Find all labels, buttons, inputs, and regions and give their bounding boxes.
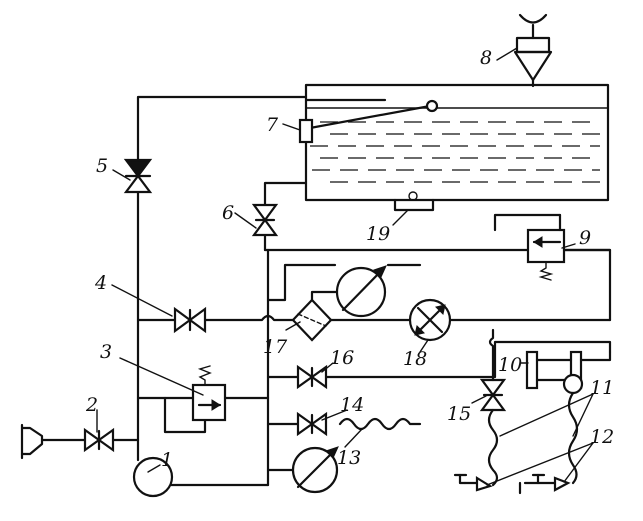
label-5: 5 [96, 155, 108, 177]
label-19: 19 [366, 223, 390, 245]
label-2: 2 [85, 394, 98, 416]
leader-lines [96, 47, 594, 486]
filter-17 [291, 298, 333, 342]
valve-15 [479, 378, 507, 412]
label-16: 16 [330, 347, 354, 369]
component-labels: 1 2 3 4 5 6 7 8 9 10 11 12 13 14 15 16 1… [85, 47, 614, 471]
pressure-valve-3 [191, 365, 227, 422]
inlet-fitting [20, 423, 44, 460]
valve-5 [123, 158, 153, 194]
taps-12 [453, 473, 571, 495]
label-4: 4 [94, 272, 107, 294]
label-18: 18 [403, 348, 427, 370]
pump-1 [132, 456, 174, 498]
float-level-gauge-7 [298, 99, 439, 144]
label-11: 11 [590, 377, 614, 399]
valve-16 [296, 364, 328, 390]
pressure-gauge-pump [266, 446, 339, 494]
label-12: 12 [590, 426, 614, 448]
label-6: 6 [222, 202, 234, 224]
label-14: 14 [340, 394, 364, 416]
reservoir-tank [304, 83, 610, 202]
label-3: 3 [100, 341, 112, 363]
label-9: 9 [579, 227, 591, 249]
main-pipelines [40, 95, 612, 487]
actuator-10 [525, 350, 612, 395]
label-1: 1 [161, 449, 173, 471]
valve-14 [296, 411, 328, 437]
valve-2 [83, 427, 115, 453]
hoses-11-13 [338, 328, 579, 487]
pressure-gauge-17 [310, 265, 387, 318]
relief-valve-9 [526, 213, 612, 281]
filler-funnel-8 [513, 13, 553, 88]
valve-4 [173, 306, 207, 334]
label-10: 10 [498, 354, 522, 376]
label-13: 13 [337, 447, 361, 469]
label-15: 15 [447, 403, 471, 425]
drain-plug-19 [393, 191, 435, 212]
valve-6 [251, 203, 279, 237]
label-8: 8 [480, 47, 492, 69]
label-7: 7 [266, 114, 279, 136]
flow-indicator-18 [408, 298, 452, 342]
label-17: 17 [263, 336, 288, 358]
